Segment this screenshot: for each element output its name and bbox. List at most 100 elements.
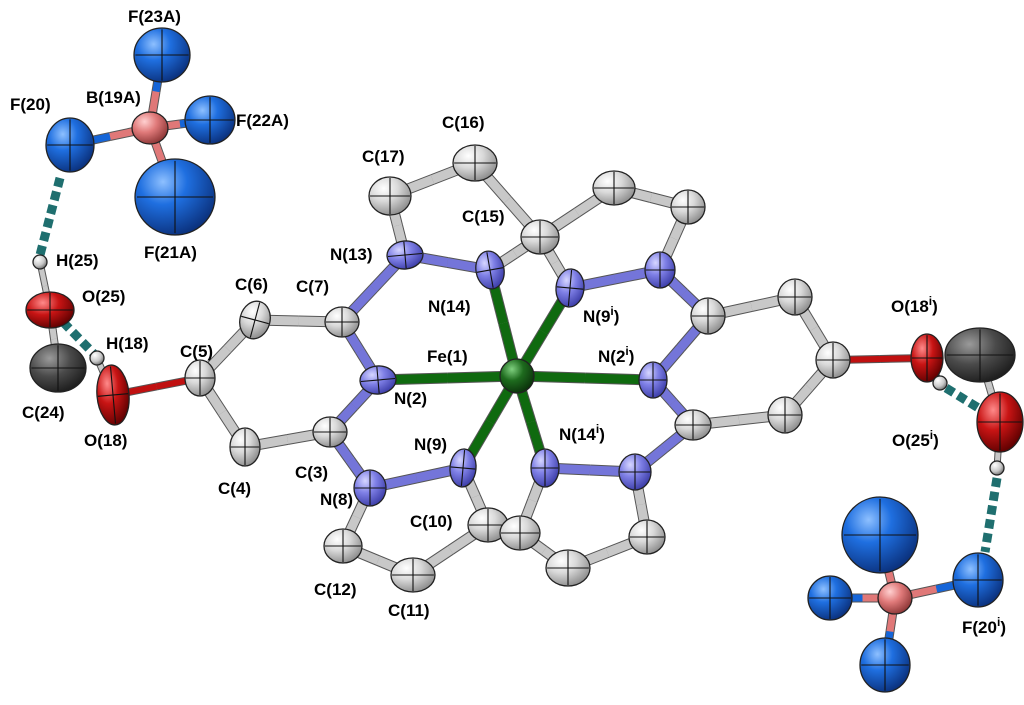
atom-H25	[32, 254, 48, 270]
atom-label-text: C(3)	[295, 463, 328, 482]
atom-N2	[359, 365, 397, 395]
atom-C3	[312, 416, 348, 448]
atom-N8	[353, 469, 387, 507]
atom-F21A	[134, 158, 216, 236]
atom-C7	[324, 306, 360, 338]
atom-Cp11	[545, 549, 591, 587]
atom-N13	[386, 240, 424, 270]
atom-label-text: C(24)	[22, 403, 65, 422]
atom-label-c12: C(12)	[314, 580, 357, 599]
atom-label-f22a: F(22A)	[236, 111, 289, 130]
atom-label-f23a: F(23A)	[128, 7, 181, 26]
atom-N2i	[638, 361, 668, 399]
atom-H18	[89, 350, 105, 366]
ellipsoid-axis	[376, 366, 380, 394]
atom-label-n8: N(8)	[320, 490, 353, 509]
atom-O18	[96, 364, 130, 426]
atom-label-text: N(13)	[330, 245, 373, 264]
atom-B19Ai	[877, 581, 913, 615]
atom-label-text: O(25	[892, 431, 930, 450]
atom-label-text: Fe(1)	[427, 347, 468, 366]
atom-F20	[45, 117, 95, 173]
atom-label-text: C(5)	[180, 342, 213, 361]
hydrogen-bond	[943, 384, 988, 416]
symmetry-superscript: i	[997, 615, 1000, 629]
hydrogen-bond	[980, 477, 1002, 553]
atom-N14i	[530, 448, 560, 488]
atom-label-text: C(17)	[362, 147, 405, 166]
ellipsoid-axis	[567, 269, 573, 307]
atom-F23A	[133, 27, 191, 83]
atom-label-text: N(2)	[394, 389, 427, 408]
close-paren: )	[599, 425, 605, 444]
atom-label-text: B(19A)	[86, 88, 141, 107]
atom-label-text: F(22A)	[236, 111, 289, 130]
ellipsoid-axis	[403, 241, 407, 269]
symmetry-superscript: i	[930, 428, 933, 442]
atom-ellipsoid	[32, 254, 48, 270]
close-paren: )	[1000, 618, 1006, 637]
atom-label-text: C(4)	[218, 479, 251, 498]
atom-label-c7: C(7)	[296, 277, 329, 296]
atom-H18i	[932, 375, 948, 391]
atom-label-text: F(20	[962, 618, 997, 637]
symmetry-superscript: i	[596, 422, 599, 436]
atom-ellipsoid	[932, 375, 948, 391]
atom-label-c10: C(10)	[410, 512, 453, 531]
atom-label-b19a: B(19A)	[86, 88, 141, 107]
atom-label-text: N(14)	[428, 297, 471, 316]
atom-label-text: C(10)	[410, 512, 453, 531]
atom-label-c11: C(11)	[388, 601, 430, 620]
atom-Fe1	[499, 358, 535, 394]
atom-label-text: O(18	[891, 297, 929, 316]
atom-label-fe1: Fe(1)	[427, 347, 468, 366]
atom-label-text: C(11)	[388, 601, 430, 620]
atom-F23Ai	[859, 637, 911, 693]
atom-C6	[239, 300, 271, 340]
atom-F22Ai	[807, 575, 853, 621]
atom-label-text: N(14	[559, 425, 596, 444]
symmetry-superscript: i	[625, 344, 628, 358]
atom-label-h18: H(18)	[106, 334, 149, 353]
atom-ellipsoid	[131, 111, 169, 145]
atom-label-n2: N(2)	[394, 389, 427, 408]
symmetry-superscript: i	[610, 304, 613, 318]
atom-C16	[452, 144, 498, 182]
atom-ellipsoid	[877, 581, 913, 615]
atom-label-n2i: N(2i)	[598, 344, 634, 366]
hydrogen-bond	[35, 176, 65, 257]
ellipsoid-axis	[109, 366, 117, 424]
ellipsoid-axis	[249, 302, 261, 338]
close-paren: )	[932, 297, 938, 316]
atom-H25i	[989, 460, 1005, 476]
atom-label-text: C(16)	[442, 113, 485, 132]
atom-C11	[390, 557, 436, 593]
atom-ellipsoid	[89, 350, 105, 366]
atom-Np2	[618, 453, 652, 491]
atom-O25	[25, 291, 75, 329]
close-paren: )	[629, 347, 635, 366]
atom-C15	[520, 219, 560, 255]
atom-C17	[368, 176, 412, 216]
close-paren: )	[933, 431, 939, 450]
atom-Cp10	[499, 515, 541, 551]
atom-B19A	[131, 111, 169, 145]
atom-Cp17	[592, 170, 636, 206]
atoms-layer	[25, 27, 1024, 693]
hydrogen-bond	[59, 318, 100, 360]
atom-label-text: F(20)	[10, 95, 51, 114]
atom-label-text: N(9	[583, 307, 610, 326]
atom-N9i	[555, 268, 585, 308]
atom-N14	[475, 250, 505, 290]
atom-C4	[229, 427, 261, 467]
atom-ellipsoid	[499, 358, 535, 394]
atom-O18i	[910, 333, 944, 383]
atom-label-f21a: F(21A)	[144, 243, 197, 262]
atom-label-text: C(6)	[235, 275, 268, 294]
atom-label-text: N(2	[598, 347, 625, 366]
atom-Cp12	[628, 519, 666, 555]
labels-layer: F(23A) B(19A) F(20) F(22A) F(21A) C(16) C(17) C…	[10, 7, 1006, 637]
atom-Cp6	[690, 297, 726, 335]
atom-label-n9: N(9)	[414, 435, 447, 454]
